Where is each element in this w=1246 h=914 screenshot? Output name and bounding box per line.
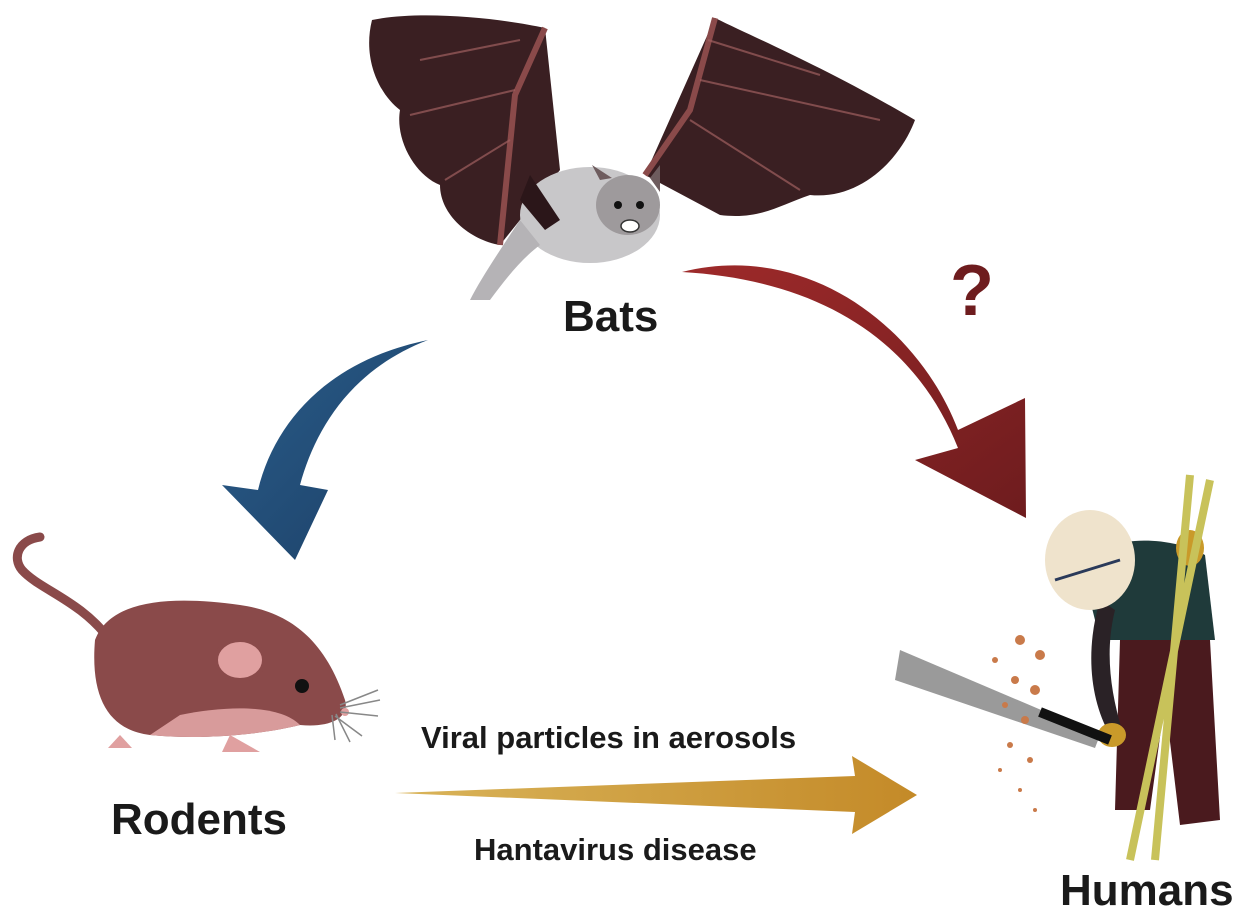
- question-mark: ?: [950, 251, 994, 331]
- rodents-label: Rodents: [111, 795, 287, 844]
- aerosols-label: Viral particles in aerosols: [421, 720, 797, 755]
- rodent-eye: [295, 679, 309, 693]
- human-hat: [1045, 510, 1135, 610]
- rodent-illustration: [13, 532, 381, 752]
- cane-stalks: [1126, 474, 1214, 861]
- machete: [895, 650, 1100, 748]
- arrow-rodents-to-humans: [395, 756, 917, 834]
- bat-head: [596, 175, 660, 235]
- rodent-tail: [13, 532, 115, 645]
- hantavirus-label: Hantavirus disease: [474, 832, 757, 867]
- viral-particles: [992, 635, 1045, 812]
- humans-label: Humans: [1060, 866, 1234, 914]
- arrow-bats-to-rodents: [222, 340, 428, 560]
- human-legs: [1115, 640, 1220, 825]
- bat-illustration: [369, 15, 915, 300]
- bat-left-wing: [369, 15, 560, 245]
- human-farmer-illustration: [895, 474, 1220, 861]
- arrow-bats-to-humans: [682, 265, 1026, 518]
- bat-right-wing: [645, 18, 915, 216]
- bats-label: Bats: [563, 292, 659, 341]
- rodent-ear: [214, 638, 266, 682]
